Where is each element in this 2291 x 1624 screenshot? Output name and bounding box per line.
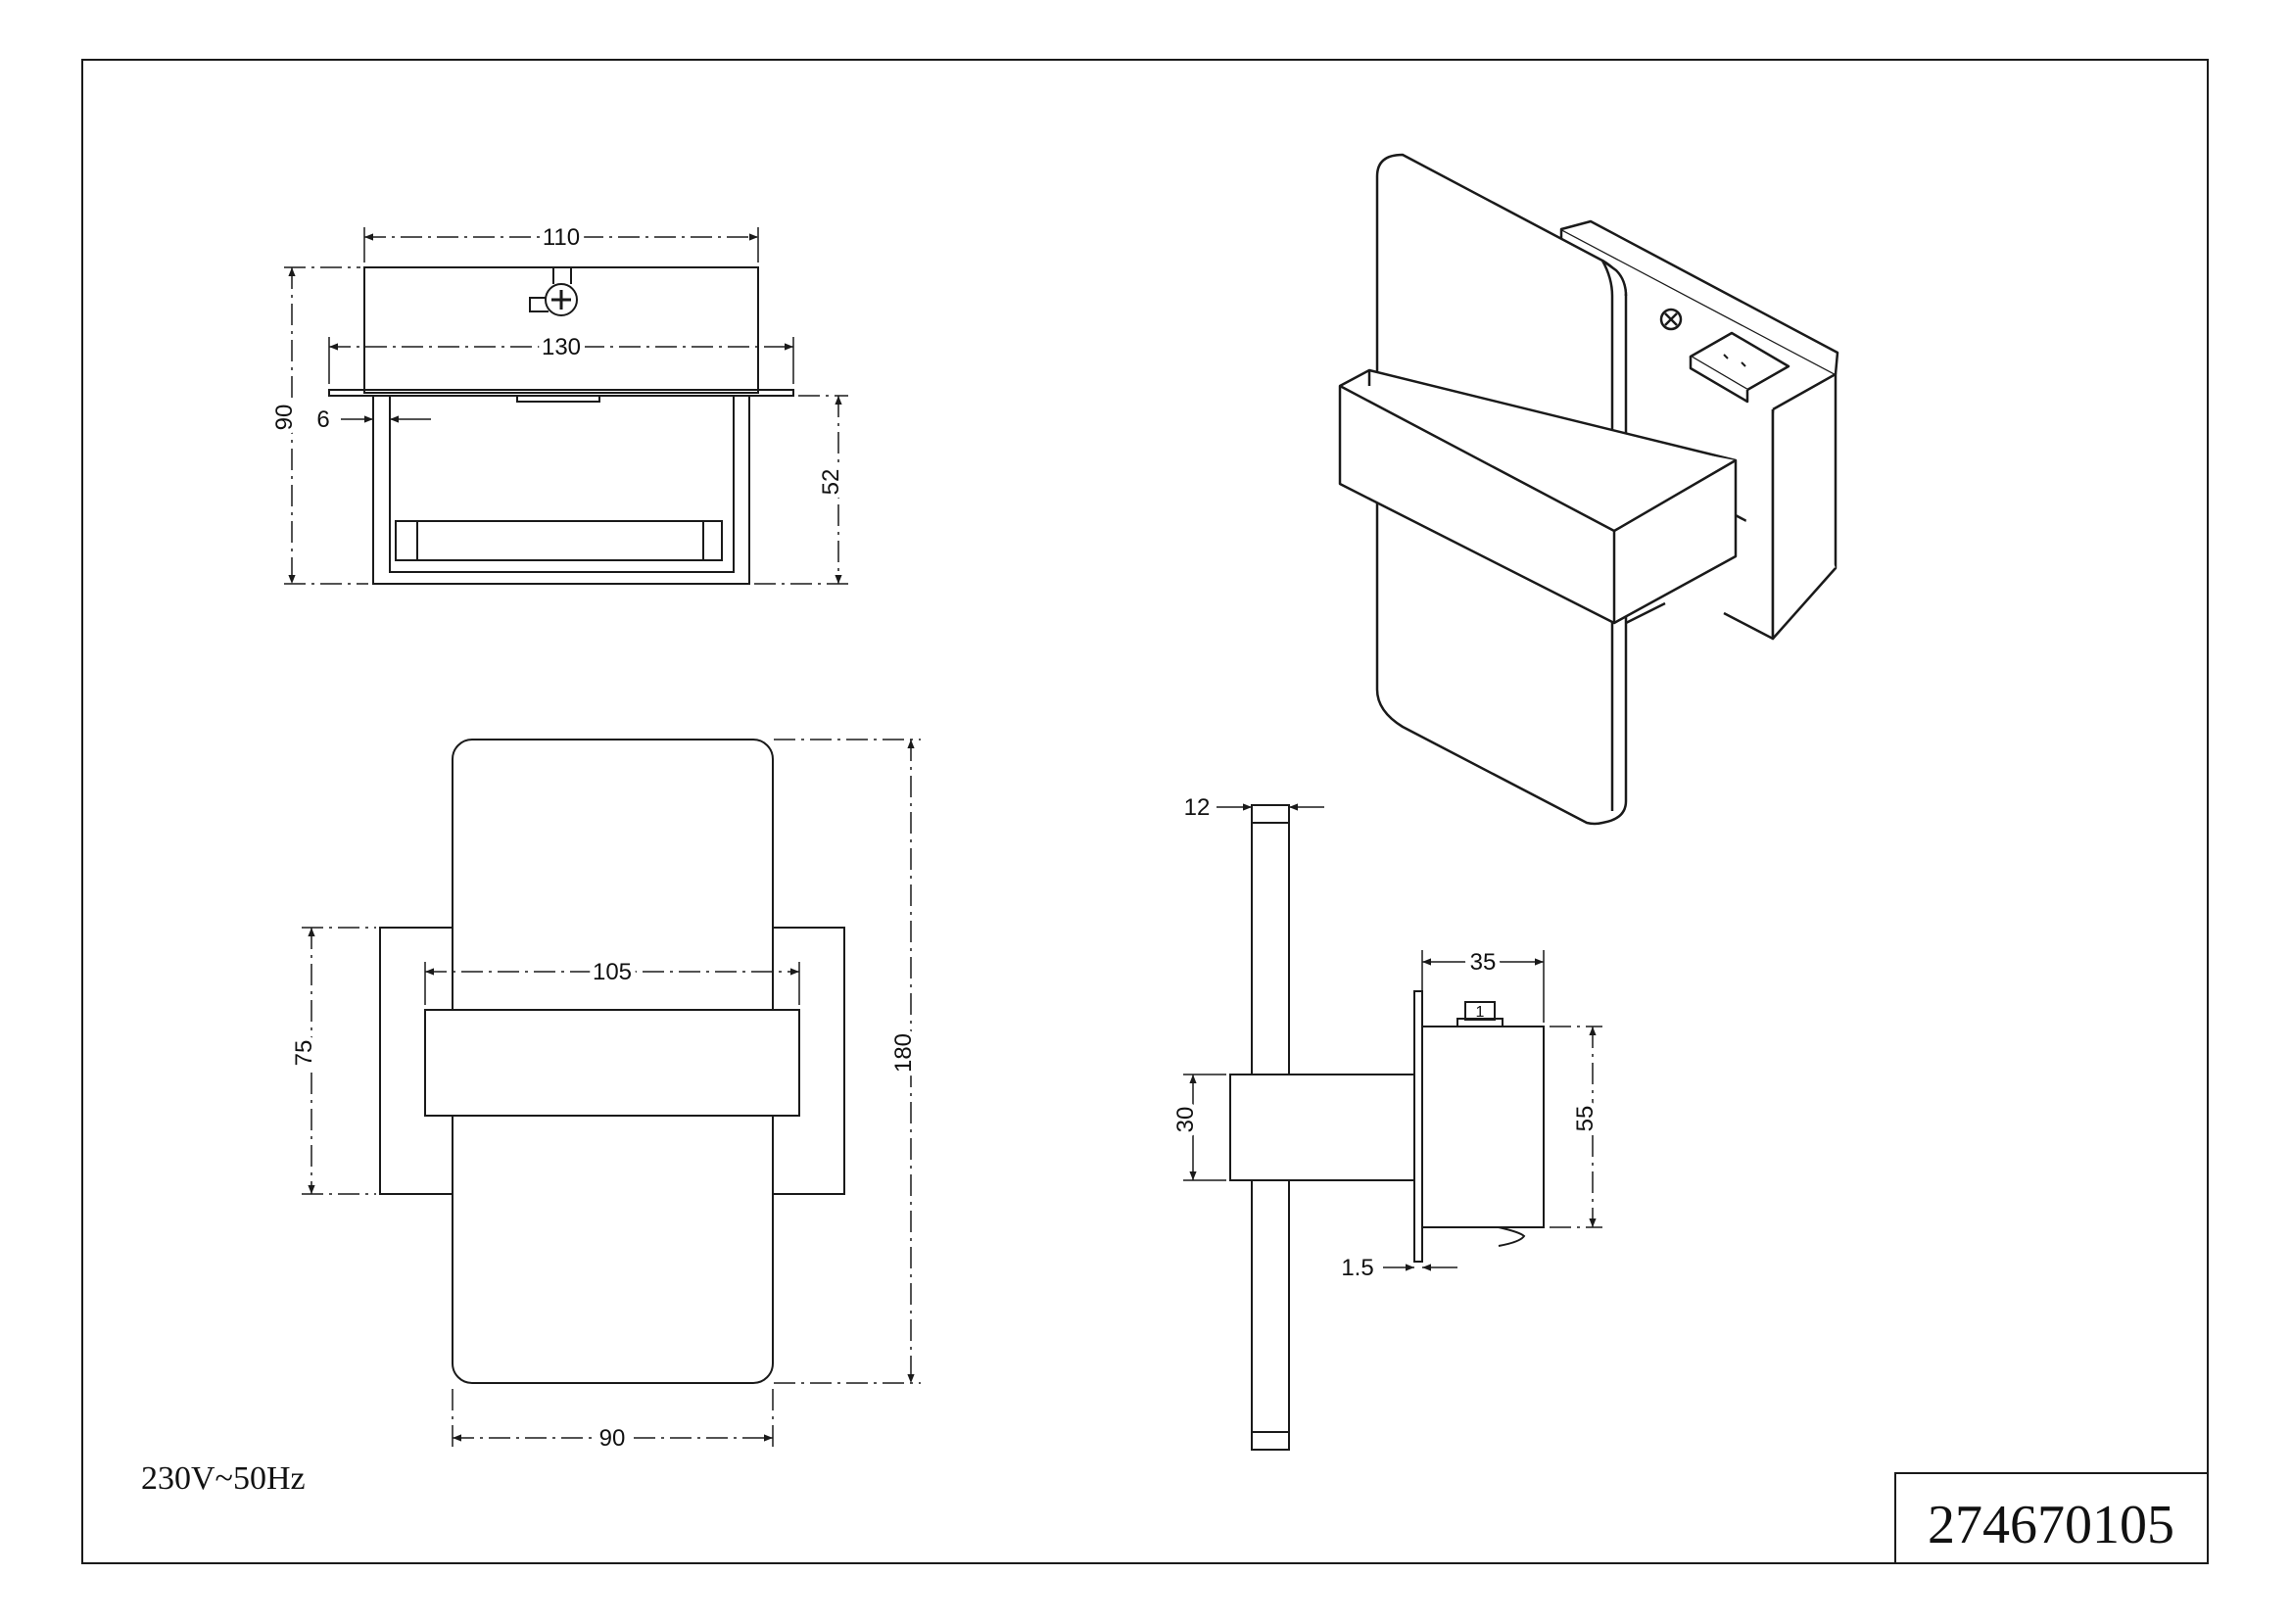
dim-90-top-label: 90: [271, 405, 298, 431]
isometric-view: [1338, 153, 1839, 826]
dim-105-label: 105: [593, 959, 632, 985]
dim-30-label: 30: [1172, 1107, 1199, 1133]
dim-130-label: 130: [542, 334, 581, 360]
dim-35-label: 35: [1470, 949, 1497, 976]
top-view: [284, 227, 848, 585]
switch-label: 1: [1476, 1004, 1485, 1021]
side-view: [1183, 803, 1602, 1451]
dim-75-label: 75: [291, 1040, 317, 1067]
dim-52-label: 52: [818, 469, 844, 496]
dim-1-5-label: 1.5: [1341, 1255, 1373, 1281]
drawing-frame: [81, 59, 2209, 1564]
article-number: 274670105: [1928, 1495, 2174, 1555]
article-number-box: 274670105: [1894, 1472, 2208, 1563]
dim-6-label: 6: [316, 406, 329, 433]
voltage-label: 230V~50Hz: [141, 1460, 306, 1497]
front-view: [302, 739, 921, 1448]
dim-55-label: 55: [1572, 1106, 1599, 1132]
dim-110-label: 110: [543, 224, 580, 251]
dim-12-label: 12: [1184, 794, 1211, 821]
dim-90-front-label: 90: [599, 1425, 626, 1452]
dim-180-label: 180: [890, 1033, 917, 1073]
